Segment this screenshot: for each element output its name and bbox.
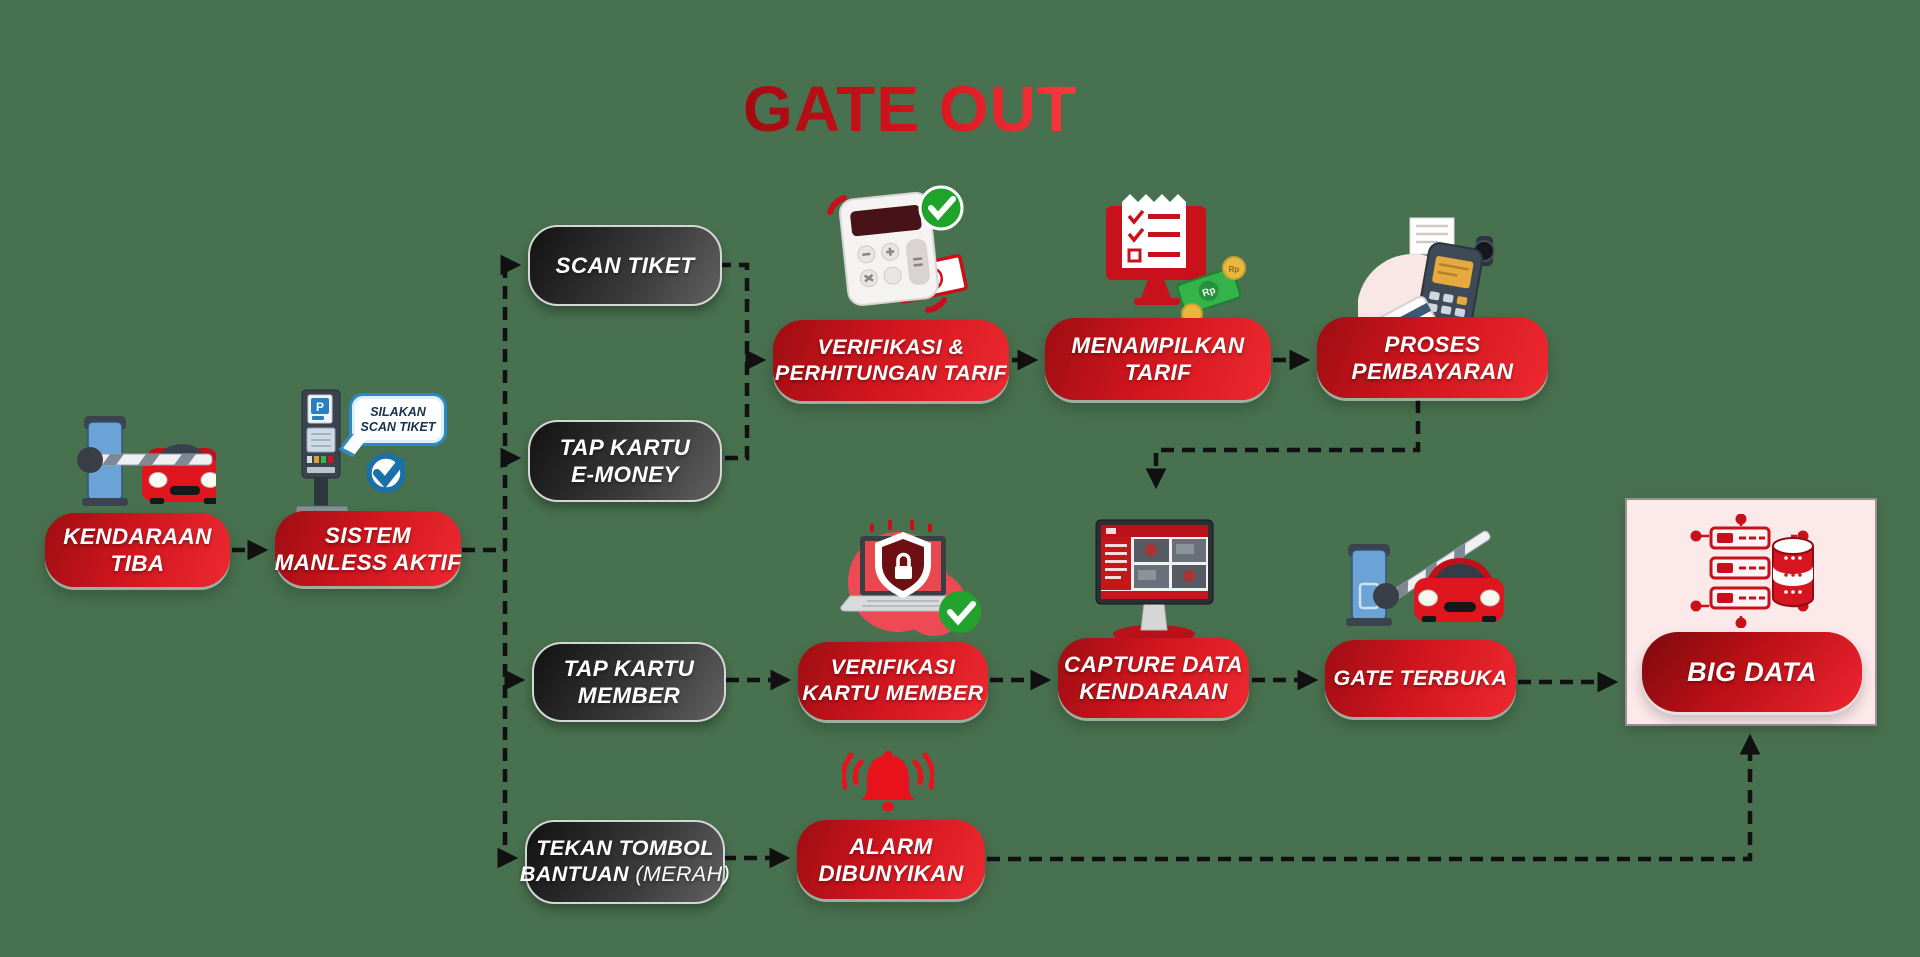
node-label: MENAMPILKAN xyxy=(1071,333,1245,358)
server-database-network-icon xyxy=(1685,513,1819,629)
node-label: KENDARAAN xyxy=(1079,679,1228,704)
parking-sign-letter: P xyxy=(316,400,324,414)
cctv-dashboard-monitor-icon xyxy=(1092,516,1218,648)
barrier-gate-closed-with-car-icon xyxy=(58,410,226,514)
node-tekan-tombol-bantuan: TEKAN TOMBOL BANTUAN (MERAH) xyxy=(520,820,730,904)
node-verifikasi-kartu-member: VERIFIKASI KARTU MEMBER xyxy=(798,642,988,720)
node-capture-data-kendaraan: CAPTURE DATA KENDARAAN xyxy=(1058,638,1249,718)
node-label: KARTU MEMBER xyxy=(802,681,984,705)
node-label: SISTEM xyxy=(324,522,412,548)
speech-bubble-line1: SILAKAN xyxy=(370,405,426,420)
node-label: TEKAN TOMBOL xyxy=(536,836,714,861)
node-label: KENDARAAN xyxy=(63,524,212,549)
calculator-check-money-icon: Rp xyxy=(808,170,976,328)
node-tap-kartu-emoney: TAP KARTU E-MONEY xyxy=(528,420,722,502)
node-gate-terbuka: GATE TERBUKA xyxy=(1325,640,1516,717)
node-label: VERIFIKASI & xyxy=(817,334,965,359)
node-menampilkan-tarif: MENAMPILKAN TARIF xyxy=(1045,318,1271,400)
node-label: TAP KARTU xyxy=(559,435,691,460)
node-verifikasi-perhitungan-tarif: VERIFIKASI & PERHITUNGAN TARIF xyxy=(773,320,1009,401)
node-label: E-MONEY xyxy=(571,462,679,487)
blue-check-icon xyxy=(364,449,410,495)
speech-bubble-line2: SCAN TIKET xyxy=(360,419,436,434)
node-label: MEMBER xyxy=(577,683,681,708)
node-label: PEMBAYARAN xyxy=(1351,358,1514,384)
node-big-data: BIG DATA xyxy=(1642,632,1862,712)
node-label: TARIF xyxy=(1124,360,1192,385)
node-label: CAPTURE DATA xyxy=(1064,652,1243,677)
node-label: DIBUNYIKAN xyxy=(818,860,964,886)
node-label: TIBA xyxy=(110,551,165,576)
node-label: PERHITUNGAN TARIF xyxy=(774,360,1008,385)
rupiah-coin-label: Rp xyxy=(1229,265,1240,274)
barrier-gate-open-with-car-icon xyxy=(1340,500,1508,648)
node-proses-pembayaran: PROSES PEMBAYARAN xyxy=(1317,317,1548,398)
node-label: BANTUAN (MERAH) xyxy=(520,862,730,888)
node-label: BIG DATA xyxy=(1687,656,1817,687)
node-label: PROSES xyxy=(1384,331,1481,357)
page-title: GATE OUT xyxy=(740,72,1080,146)
node-label: TAP KARTU xyxy=(563,656,695,681)
node-sistem-manless-aktif: SISTEM MANLESS AKTIF xyxy=(275,511,461,586)
node-label-bold: BANTUAN xyxy=(519,862,629,886)
alarm-bell-icon xyxy=(841,746,935,820)
laptop-shield-lock-icon xyxy=(812,520,990,648)
node-label: SCAN TIKET xyxy=(555,253,695,278)
speech-bubble: SILAKAN SCAN TIKET xyxy=(349,393,447,446)
node-label: VERIFIKASI xyxy=(830,655,956,680)
node-label: GATE TERBUKA xyxy=(1333,665,1508,690)
node-scan-tiket: SCAN TIKET xyxy=(528,225,722,306)
node-tap-kartu-member: TAP KARTU MEMBER xyxy=(532,642,726,722)
node-kendaraan-tiba: KENDARAAN TIBA xyxy=(45,513,230,587)
node-label-light: (MERAH) xyxy=(635,862,731,886)
rupiah-label: Rp xyxy=(1201,285,1217,300)
monitor-receipt-money-icon: Rp Rp xyxy=(1088,188,1246,336)
node-label: ALARM xyxy=(849,833,933,859)
node-label: MANLESS AKTIF xyxy=(274,549,462,575)
node-alarm-dibunyikan: ALARM DIBUNYIKAN xyxy=(797,820,985,899)
